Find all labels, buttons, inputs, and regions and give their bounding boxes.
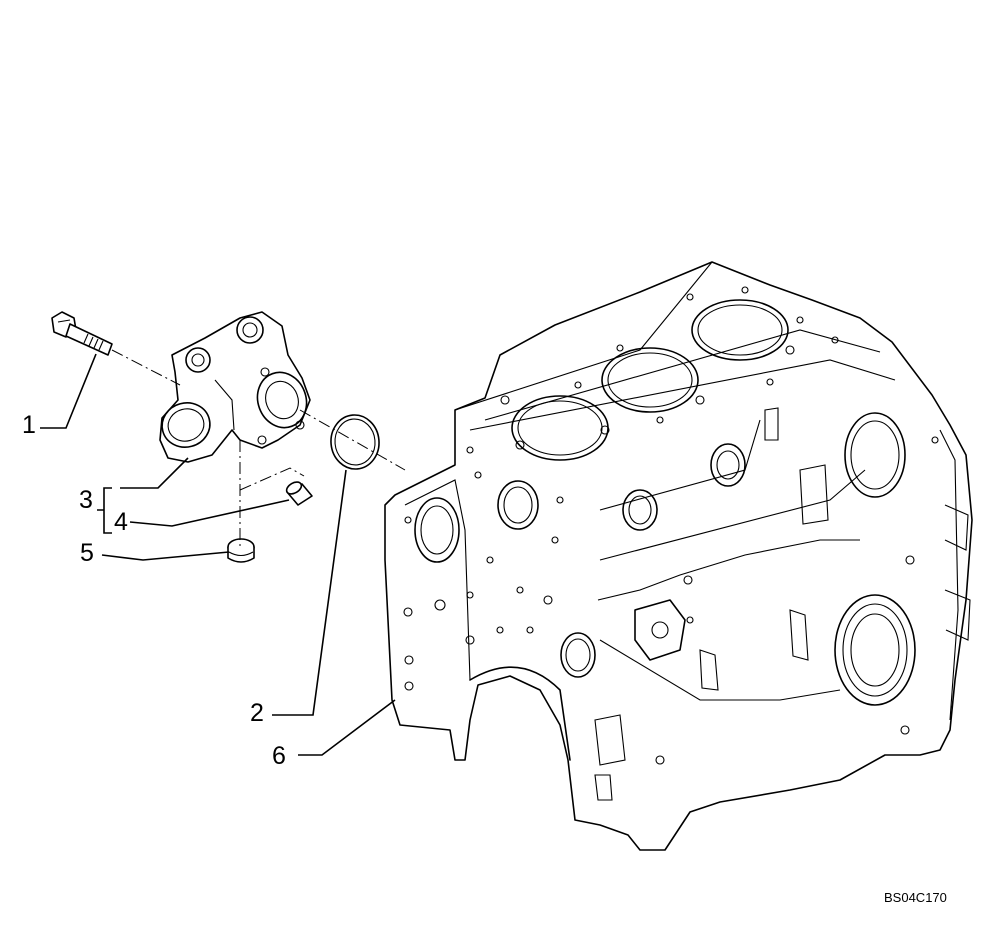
callout-5: 5 [80,539,94,567]
leader-2 [272,469,347,716]
bolt [51,311,113,356]
callout-1: 1 [22,411,36,439]
callout-2: 2 [250,699,264,727]
figure-id: BS04C170 [884,890,947,905]
plug [227,538,255,563]
dowel-pin [285,481,313,506]
leader-6 [298,699,396,756]
callout-3: 3 [79,486,93,514]
leader-lines [40,353,396,756]
bracket-3 [97,487,112,534]
leader-3 [120,457,189,489]
leader-1 [40,353,97,429]
leader-5 [101,551,230,561]
engine-block [384,261,973,851]
callout-4: 4 [114,508,128,536]
assembly-centerlines [111,349,406,548]
leader-4 [129,499,290,527]
callout-labels: 1 2 3 4 5 6 [22,411,286,770]
seal-ring [330,414,380,470]
callout-6: 6 [272,742,286,770]
thermostat-housing [159,311,311,463]
